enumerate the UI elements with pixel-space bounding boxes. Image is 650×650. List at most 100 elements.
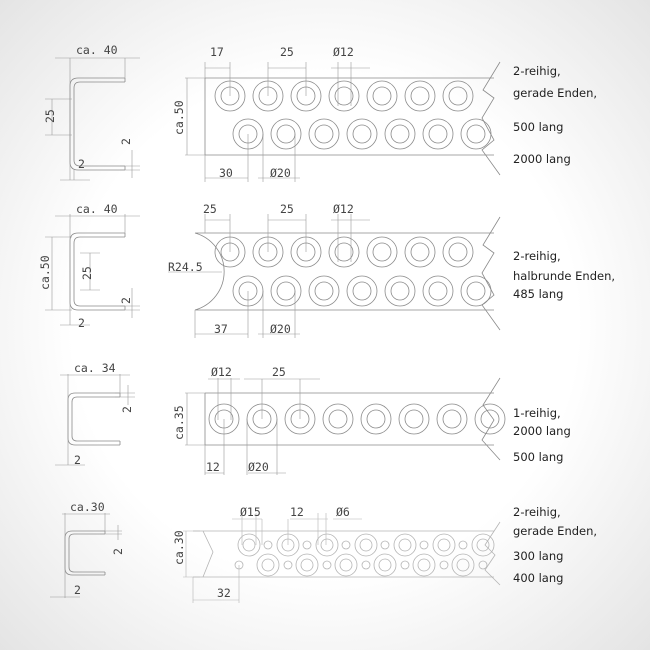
ring-diameter-label: Ø15: [240, 505, 261, 519]
hole-ring: [346, 275, 378, 307]
hole: [448, 86, 468, 106]
hole-ring: [471, 533, 495, 557]
hole: [258, 86, 278, 106]
hole: [352, 124, 372, 144]
hole-ring: [442, 236, 474, 268]
hole: [252, 409, 272, 429]
hole: [359, 538, 373, 552]
profile-thickness-right-label: 2: [119, 297, 133, 304]
hole-row: [214, 236, 474, 268]
hole-ring: [384, 118, 416, 150]
profile-thickness-bottom-label: 2: [78, 157, 85, 171]
note-line: 500 lang: [513, 120, 563, 134]
profile-height-label: ca.50: [38, 255, 52, 290]
hole-ring: [354, 533, 378, 557]
profile-thickness-right-label: 2: [120, 406, 134, 413]
hole-ring: [214, 236, 246, 268]
hole: [261, 558, 275, 572]
note-line: gerade Enden,: [513, 524, 597, 538]
hole-ring: [334, 553, 358, 577]
hole: [448, 242, 468, 262]
hole-ring: [393, 533, 417, 557]
row2-offset-label: 30: [219, 166, 233, 180]
hole-diameter-label: Ø12: [333, 45, 354, 59]
profile-3: [55, 374, 135, 466]
hole: [276, 281, 296, 301]
hole-row: [256, 553, 475, 577]
hole-ring: [208, 403, 240, 435]
hole: [466, 124, 486, 144]
note-line: 300 lang: [513, 549, 563, 563]
hole: [398, 538, 412, 552]
hole-ring: [237, 533, 261, 557]
note-line: 2-reihig,: [513, 64, 561, 78]
note-line: 2-reihig,: [513, 249, 561, 263]
hole-ring: [361, 560, 371, 570]
hole-ring: [412, 553, 436, 577]
hole: [290, 409, 310, 429]
hole-ring: [432, 533, 456, 557]
profile-2: [45, 214, 140, 326]
profile-inner-label: 25: [80, 266, 94, 280]
hole: [352, 281, 372, 301]
profile-thickness-right-label: 2: [111, 548, 125, 555]
hole: [334, 86, 354, 106]
hole: [410, 242, 430, 262]
hole: [476, 538, 490, 552]
note-line: halbrunde Enden,: [513, 269, 615, 283]
note-line: 2000 lang: [513, 152, 571, 166]
hole-ring: [232, 118, 264, 150]
hole: [480, 409, 500, 429]
hole-ring: [460, 275, 492, 307]
hole: [390, 281, 410, 301]
ring-diameter-label: Ø20: [248, 460, 269, 474]
hole-ring: [283, 560, 293, 570]
hole-diameter-label: Ø12: [333, 202, 354, 216]
hole-ring: [284, 403, 316, 435]
hole-ring: [442, 80, 474, 112]
hole-ring: [270, 275, 302, 307]
hole-row: [232, 118, 492, 150]
hole-ring: [451, 553, 475, 577]
hole-ring: [232, 275, 264, 307]
hole-ring: [380, 540, 390, 550]
hole-ring: [263, 540, 273, 550]
hole-ring: [295, 553, 319, 577]
profile-thickness-bottom-label: 2: [78, 316, 85, 330]
profile-thickness-bottom-label: 2: [74, 583, 81, 597]
hole: [378, 558, 392, 572]
hole: [410, 86, 430, 106]
hole-ring: [400, 560, 410, 570]
hole-ring: [302, 540, 312, 550]
hole-ring: [373, 553, 397, 577]
hole-ring: [308, 118, 340, 150]
hole: [220, 86, 240, 106]
hole-ring: [328, 80, 360, 112]
hole-ring: [458, 540, 468, 550]
section-2: ca. 40 ca.50 25 2 2 R24.5 25 25 Ø12 37 Ø…: [38, 202, 615, 338]
hole: [242, 538, 256, 552]
pitch-label: 25: [280, 45, 294, 59]
hole: [276, 124, 296, 144]
profile-1: [45, 57, 140, 181]
hole-ring: [270, 118, 302, 150]
edge-offset-label: 32: [217, 586, 231, 600]
hole-ring: [419, 540, 429, 550]
section-3: ca. 34 2 2 ca.35 Ø12 25 12 Ø20 1-reihig,…: [55, 361, 571, 475]
profile-width-label: ca. 40: [76, 202, 118, 216]
hole-ring: [360, 403, 392, 435]
strip-height-label: ca.35: [172, 405, 186, 440]
hole-ring: [308, 275, 340, 307]
hole: [428, 281, 448, 301]
edge-offset-label: 12: [206, 460, 220, 474]
strip-height-label: ca.50: [172, 100, 186, 135]
hole-ring: [322, 403, 354, 435]
hole-ring: [460, 118, 492, 150]
hole: [220, 242, 240, 262]
hole-ring: [322, 560, 332, 570]
end-radius-label: R24.5: [168, 260, 203, 274]
hole-ring: [234, 560, 244, 570]
hole: [328, 409, 348, 429]
ring-diameter-label: Ø20: [270, 322, 291, 336]
